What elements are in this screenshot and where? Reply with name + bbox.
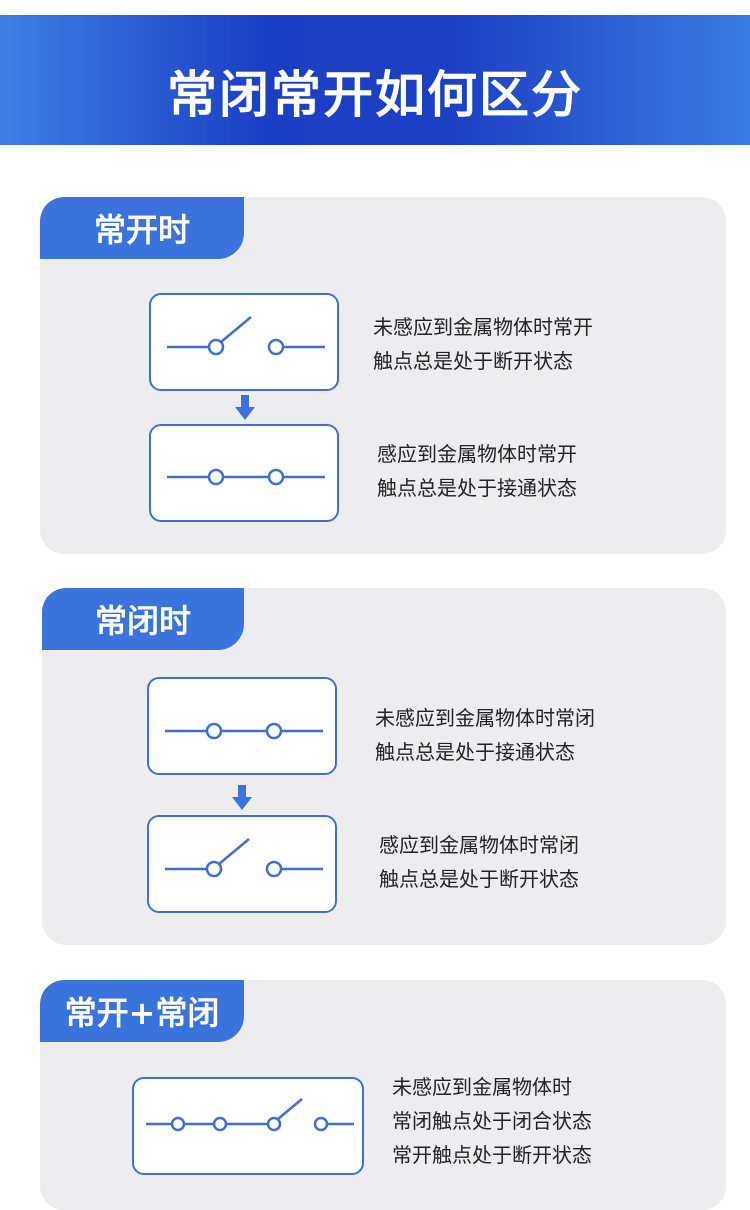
switch-box-open [149, 293, 339, 391]
down-arrow-icon [235, 395, 255, 420]
down-arrow-icon [232, 785, 252, 810]
switch-box-open [147, 815, 337, 913]
section-no-nc: 常开+常闭 未感应到金属物体时 常闭触点处于闭合状态 常开触点处于断开状态 [40, 980, 726, 1210]
section-tab: 常闭时 [42, 588, 244, 650]
page-title: 常闭常开如何区分 [167, 66, 583, 124]
closed-switch-icon [167, 468, 325, 486]
open-switch-icon [167, 316, 325, 356]
switch-box-closed [149, 424, 339, 522]
nc-no-switch-icon [146, 1098, 354, 1132]
header-banner: 常闭常开如何区分 [0, 15, 750, 145]
section-tab: 常开时 [40, 197, 244, 259]
section-normally-open: 常开时 未感应到金属物体时常开 触点总是处于断开状态 感应到金属物体时常开 触点… [40, 197, 726, 554]
state-description: 感应到金属物体时常开 触点总是处于接通状态 [377, 442, 577, 500]
state-description: 感应到金属物体时常闭 触点总是处于断开状态 [379, 833, 579, 891]
section-tab: 常开+常闭 [40, 980, 244, 1042]
state-description: 未感应到金属物体时 常闭触点处于闭合状态 常开触点处于断开状态 [392, 1075, 592, 1167]
switch-box-combo [132, 1077, 364, 1175]
switch-box-closed [147, 677, 337, 775]
closed-switch-icon [165, 722, 323, 740]
section-normally-closed: 常闭时 未感应到金属物体时常闭 触点总是处于接通状态 感应到金属物体时常闭 触点… [42, 588, 726, 945]
state-description: 未感应到金属物体时常开 触点总是处于断开状态 [373, 315, 593, 373]
open-switch-icon [165, 838, 323, 878]
state-description: 未感应到金属物体时常闭 触点总是处于接通状态 [375, 706, 595, 764]
